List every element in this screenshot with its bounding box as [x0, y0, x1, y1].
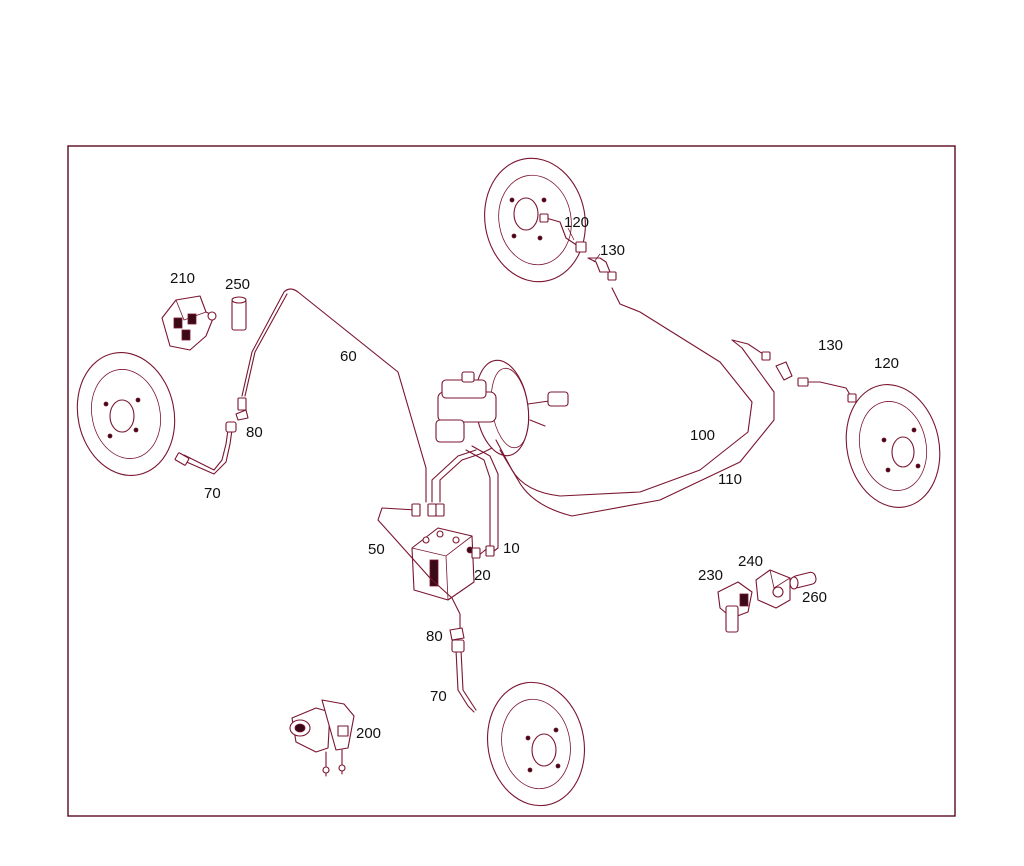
part-200-mount	[289, 699, 355, 777]
callout-20: 20	[474, 567, 491, 584]
brake-disc-front-left	[76, 351, 176, 477]
callout-130-right: 130	[818, 337, 843, 354]
callout-60: 60	[340, 348, 357, 365]
brake-line-50	[377, 507, 461, 629]
brake-disc-right	[845, 384, 941, 508]
brake-hose-70-bottom	[455, 649, 475, 713]
callout-120-top: 120	[564, 214, 589, 231]
brake-line-10	[471, 445, 499, 555]
diagram-frame	[67, 145, 956, 817]
part-260-sleeve	[789, 571, 817, 590]
part-250-sleeve	[231, 296, 247, 331]
callout-120-right: 120	[874, 355, 899, 372]
brake-line-100	[495, 287, 753, 497]
clip-80-left	[235, 397, 249, 421]
callout-50: 50	[368, 541, 385, 558]
part-240-bracket	[755, 569, 791, 609]
callout-240: 240	[738, 553, 763, 570]
callout-100: 100	[690, 427, 715, 444]
bracket-130-top	[587, 257, 617, 281]
brake-hose-70-left	[181, 429, 233, 475]
callout-130-top: 130	[600, 242, 625, 259]
leader-120-top	[567, 227, 575, 241]
brake-line-120-top	[545, 217, 579, 247]
callout-80-left: 80	[246, 424, 263, 441]
callout-250: 250	[225, 276, 250, 293]
brake-disc-top	[484, 157, 586, 283]
bracket-130-right	[761, 351, 793, 381]
callout-110: 110	[718, 471, 742, 488]
part-210-bracket	[161, 295, 217, 351]
clip-80-bottom	[449, 627, 465, 641]
brake-line-60	[241, 288, 427, 503]
callout-260: 260	[802, 589, 827, 606]
callout-10: 10	[503, 540, 520, 557]
leader-130-top	[593, 253, 601, 263]
callout-210: 210	[170, 270, 195, 287]
brake-disc-bottom	[486, 681, 586, 807]
callout-230: 230	[698, 567, 723, 584]
callout-80-bottom: 80	[426, 628, 443, 645]
brake-line-110	[499, 339, 775, 517]
part-230-sensor	[717, 581, 753, 633]
brake-booster-master-cylinder	[435, 359, 569, 457]
callout-70-bottom: 70	[430, 688, 447, 705]
callout-200: 200	[356, 725, 381, 742]
callout-70-left: 70	[204, 485, 221, 502]
brake-line-120-right	[805, 381, 853, 399]
